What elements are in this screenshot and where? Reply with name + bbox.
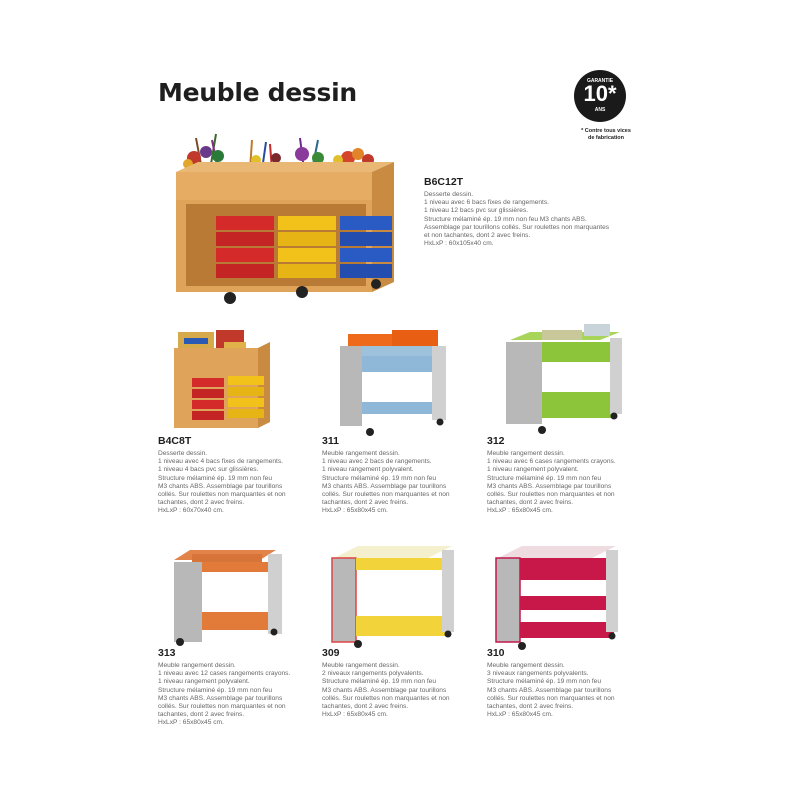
product-image-313: [174, 550, 282, 646]
product-312: 312 Meuble rangement dessin.1 niveau ave…: [487, 435, 616, 516]
description-line: collés. Sur roulettes non marquantes et …: [487, 694, 615, 702]
description-line: Meuble rangement dessin.: [322, 450, 400, 457]
description-line: 1 niveau avec 12 cases rangements crayon…: [158, 670, 291, 678]
description-line: * Contre tous vices: [581, 128, 631, 134]
product-313: 313 Meuble rangement dessin.1 niveau ave…: [158, 647, 290, 728]
description-line: Meuble rangement dessin.: [158, 662, 236, 669]
description-line: tachantes, dont 2 avec freins.: [487, 703, 574, 711]
trays-red: [216, 216, 274, 278]
product-code: 312: [487, 435, 505, 447]
product-code: 310: [487, 647, 505, 659]
product-image-310: [495, 546, 618, 650]
product-image-309: [331, 546, 454, 648]
product-description: Meuble rangement dessin.1 niveau avec 2 …: [322, 450, 450, 516]
description-line: 1 niveau rangement polyvalent.: [487, 466, 579, 474]
description-line: 1 niveau avec 6 cases rangements crayons…: [487, 458, 616, 466]
description-line: Meuble rangement dessin.: [487, 450, 565, 457]
warranty-badge: GARANTIE 10* ANS: [574, 70, 626, 122]
description-line: Meuble rangement dessin.: [487, 662, 565, 669]
description-line: Structure mélaminé ép. 19 mm non feu M3 …: [424, 215, 587, 223]
description-line: collés. Sur roulettes non marquantes et …: [322, 694, 450, 702]
page-title: Meuble dessin: [158, 78, 357, 107]
description-line: M3 chants ABS. Assemblage par tourillons: [322, 482, 447, 490]
description-line: Structure mélaminé ép. 19 mm non feu: [487, 678, 601, 686]
description-line: HxLxP : 60x70x40 cm.: [158, 507, 224, 515]
description-line: Structure mélaminé ép. 19 mm non feu: [158, 686, 272, 694]
description-line: Structure mélaminé ép. 19 mm non feu: [322, 678, 436, 686]
product-311: 311 Meuble rangement dessin.1 niveau ave…: [322, 435, 450, 516]
description-line: Structure mélaminé ép. 19 mm non feu: [487, 474, 601, 482]
product-image-b6c12t: [176, 133, 394, 304]
warranty-label: GARANTIE: [586, 78, 614, 84]
description-line: M3 chants ABS. Assemblage par tourillons: [158, 694, 283, 702]
product-310: 310 Meuble rangement dessin.3 niveaux ra…: [487, 647, 615, 719]
description-line: Assemblage par tourillons collés. Sur ro…: [424, 223, 610, 231]
product-image-312: [506, 324, 622, 434]
description-line: 1 niveau avec 6 bacs fixes de rangements…: [424, 199, 549, 207]
description-line: tachantes, dont 2 avec freins.: [158, 499, 245, 507]
warranty-years: 10*: [583, 81, 617, 106]
description-line: M3 chants ABS. Assemblage par tourillons: [158, 482, 283, 490]
description-line: 1 niveau 4 bacs pvc sur glissières.: [158, 466, 259, 474]
description-line: tachantes, dont 2 avec freins.: [322, 703, 409, 711]
description-line: HxLxP : 65x80x45 cm.: [487, 507, 553, 515]
product-description: Meuble rangement dessin.1 niveau avec 6 …: [487, 450, 616, 516]
description-line: tachantes, dont 2 avec freins.: [158, 711, 245, 719]
trays-blue: [340, 216, 392, 278]
description-line: 1 niveau avec 2 bacs de rangements.: [322, 458, 432, 466]
description-line: et non tachantes, dont 2 avec freins.: [424, 232, 531, 240]
description-line: tachantes, dont 2 avec freins.: [322, 499, 409, 507]
product-code: 311: [322, 435, 339, 447]
description-line: Desserte dessin.: [424, 191, 474, 198]
product-b4c8t: B4C8T Desserte dessin.1 niveau avec 4 ba…: [158, 435, 286, 516]
description-line: 1 niveau rangement polyvalent.: [158, 678, 250, 686]
description-line: 2 niveaux rangements polyvalents.: [322, 670, 424, 678]
product-code: 313: [158, 647, 176, 659]
product-309: 309 Meuble rangement dessin.2 niveaux ra…: [322, 647, 450, 719]
product-code: 309: [322, 647, 340, 659]
product-image-b4c8t: [174, 330, 270, 428]
description-line: HxLxP : 65x80x45 cm.: [322, 507, 388, 515]
product-description: Meuble rangement dessin.2 niveaux rangem…: [322, 662, 450, 719]
product-description: Meuble rangement dessin.3 niveaux rangem…: [487, 662, 615, 719]
description-line: collés. Sur roulettes non marquantes et …: [158, 491, 286, 499]
description-line: collés. Sur roulettes non marquantes et …: [322, 491, 450, 499]
description-line: M3 chants ABS. Assemblage par tourillons: [487, 482, 612, 490]
product-description: Desserte dessin.1 niveau avec 4 bacs fix…: [158, 450, 286, 516]
description-line: HxLxP : 60x105x40 cm.: [424, 240, 494, 248]
description-line: 1 niveau avec 4 bacs fixes de rangements…: [158, 458, 283, 466]
product-code: B4C8T: [158, 435, 192, 447]
description-line: M3 chants ABS. Assemblage par tourillons: [487, 686, 612, 694]
description-line: HxLxP : 65x80x45 cm.: [487, 711, 553, 719]
description-line: Structure mélaminé ép. 19 mm non feu: [322, 474, 436, 482]
trays-yellow: [278, 216, 336, 278]
description-line: collés. Sur roulettes non marquantes et …: [158, 703, 286, 711]
product-image-311: [340, 330, 446, 436]
warranty-note: * Contre tous vices de fabrication: [568, 128, 644, 141]
description-line: Structure mélaminé ép. 19 mm non feu: [158, 474, 272, 482]
description-line: collés. Sur roulettes non marquantes et …: [487, 491, 615, 499]
description-line: 3 niveaux rangements polyvalents.: [487, 670, 589, 678]
description-line: M3 chants ABS. Assemblage par tourillons: [322, 686, 447, 694]
product-code: B6C12T: [424, 176, 464, 188]
description-line: Meuble rangement dessin.: [322, 662, 400, 669]
product-b6c12t: B6C12T Desserte dessin.1 niveau avec 6 b…: [424, 176, 609, 248]
description-line: HxLxP : 65x80x45 cm.: [158, 719, 224, 727]
description-line: 1 niveau 12 bacs pvc sur glissières.: [424, 207, 529, 215]
product-description: Desserte dessin.1 niveau avec 6 bacs fix…: [424, 191, 609, 248]
description-line: HxLxP : 65x80x45 cm.: [322, 711, 388, 719]
product-description: Meuble rangement dessin.1 niveau avec 12…: [158, 662, 290, 728]
description-line: Desserte dessin.: [158, 450, 208, 457]
description-line: de fabrication: [587, 134, 625, 141]
description-line: 1 niveau rangement polyvalent.: [322, 466, 414, 474]
description-line: tachantes, dont 2 avec freins.: [487, 499, 574, 507]
warranty-unit: ANS: [594, 107, 606, 113]
